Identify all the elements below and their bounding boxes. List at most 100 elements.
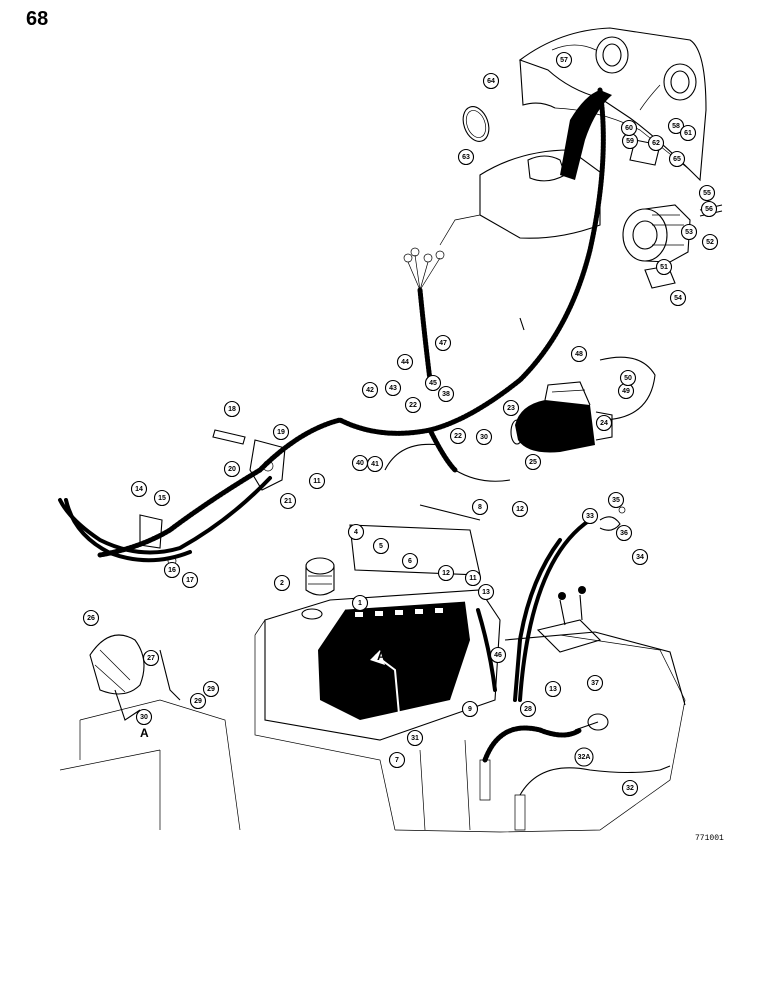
callout-21: 21 [279, 492, 297, 510]
callout-49: 49 [617, 382, 635, 400]
callout-number: 29 [194, 698, 202, 705]
part-callouts: 1245678911111212131314151617181920212222… [82, 51, 719, 797]
callout-35: 35 [607, 491, 625, 509]
callout-26: 26 [82, 609, 100, 627]
callout-52: 52 [701, 233, 719, 251]
callout-circle [279, 492, 297, 510]
clamp-bracket-illustration [139, 429, 286, 566]
callout-number: 36 [620, 530, 628, 537]
callout-circle [464, 569, 482, 587]
callout-29: 29 [189, 692, 207, 710]
callout-circle [351, 594, 369, 612]
callout-number: 26 [87, 615, 95, 622]
callout-44: 44 [396, 353, 414, 371]
callout-circle [153, 489, 171, 507]
lamp-pair-illustration [551, 36, 697, 111]
callout-19: 19 [272, 423, 290, 441]
callout-number: 15 [158, 495, 166, 502]
callout-number: 56 [705, 206, 713, 213]
callout-22: 22 [404, 396, 422, 414]
callout-circle [482, 72, 500, 90]
callout-number: 17 [186, 577, 194, 584]
callout-number: 63 [462, 154, 470, 161]
callout-number: 5 [379, 543, 383, 550]
callout-number: 53 [685, 229, 693, 236]
callout-16: 16 [163, 561, 181, 579]
callout-circle [366, 455, 384, 473]
callout-circle [574, 747, 594, 767]
callout-12: 12 [511, 500, 529, 518]
callout-50: 50 [619, 369, 637, 387]
callout-6: 6 [401, 552, 419, 570]
callout-number: 22 [454, 433, 462, 440]
callout-number: 13 [482, 589, 490, 596]
callout-47: 47 [434, 334, 452, 352]
callout-circle [181, 571, 199, 589]
callout-20: 20 [223, 460, 241, 478]
callout-number: 42 [366, 387, 374, 394]
callout-13: 13 [544, 680, 562, 698]
callout-circle [437, 564, 455, 582]
callout-number: 33 [586, 513, 594, 520]
callout-9: 9 [461, 700, 479, 718]
callout-32: 32 [621, 779, 639, 797]
callout-38: 38 [437, 385, 455, 403]
callout-number: 24 [600, 420, 608, 427]
callout-31: 31 [406, 729, 424, 747]
battery-cap-illustration [301, 557, 335, 620]
callout-circle [404, 396, 422, 414]
callout-number: 59 [626, 138, 634, 145]
callout-circle [502, 399, 520, 417]
callout-number: 41 [371, 461, 379, 468]
callout-circle [396, 353, 414, 371]
callout-18: 18 [223, 400, 241, 418]
callout-number: 48 [575, 351, 583, 358]
callout-56: 56 [700, 200, 718, 218]
callout-circle [461, 700, 479, 718]
callout-33: 33 [581, 507, 599, 525]
battery-illustration [318, 601, 470, 726]
callout-circle [679, 124, 697, 142]
callout-number: 35 [612, 497, 620, 504]
clamp-33-34-illustration [518, 506, 626, 702]
callout-53: 53 [680, 223, 698, 241]
callout-51: 51 [655, 258, 673, 276]
callout-27: 27 [142, 649, 160, 667]
callout-number: 49 [622, 388, 630, 395]
callout-circle [163, 561, 181, 579]
page-number: 68 [26, 8, 49, 30]
callout-circle [570, 345, 588, 363]
callout-circle [667, 117, 685, 135]
callout-circle [555, 51, 573, 69]
callout-7: 7 [388, 751, 406, 769]
callout-11: 11 [464, 569, 482, 587]
callout-circle [424, 374, 442, 392]
callout-30: 30 [135, 708, 153, 726]
callout-circle [273, 574, 291, 592]
callout-circle [668, 150, 686, 168]
callout-number: 1 [358, 600, 362, 607]
callout-48: 48 [570, 345, 588, 363]
work-lamp-illustration [59, 634, 241, 831]
callout-number: 62 [652, 140, 660, 147]
callout-circle [406, 729, 424, 747]
callout-number: 32A [578, 754, 591, 761]
callout-number: 55 [703, 190, 711, 197]
callout-circle [619, 369, 637, 387]
callout-number: 11 [469, 575, 477, 582]
callout-circle [308, 472, 326, 490]
callout-circle [586, 674, 604, 692]
callout-55: 55 [698, 184, 716, 202]
gasket-ring-illustration [462, 106, 490, 142]
callout-number: 54 [674, 295, 682, 302]
callout-2: 2 [273, 574, 291, 592]
callout-number: 38 [442, 391, 450, 398]
callout-circle [701, 233, 719, 251]
callout-circle [388, 751, 406, 769]
callout-circle [698, 184, 716, 202]
callout-circle [475, 428, 493, 446]
callout-number: 19 [277, 429, 285, 436]
callout-number: 25 [529, 459, 537, 466]
callout-circle [544, 680, 562, 698]
battery-cables-illustration [58, 356, 656, 702]
